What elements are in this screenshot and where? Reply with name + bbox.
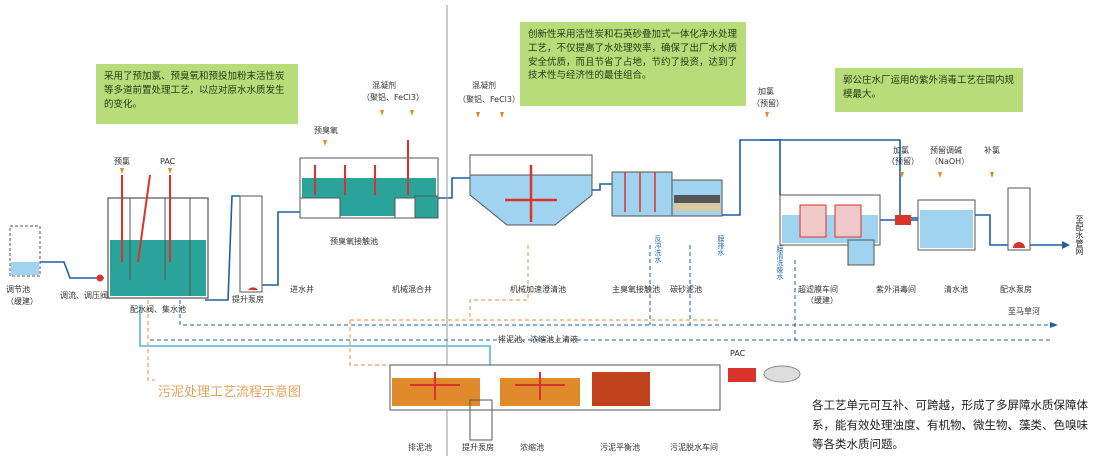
clear-water [920, 210, 973, 248]
distribution-water [110, 240, 206, 296]
label-sludge-return: 排泥池、浓缩池上清液 [498, 335, 578, 344]
label-regulating-tank: 调节池 [6, 285, 30, 294]
ozone-diffusers [314, 140, 409, 195]
sludge-mixers [410, 372, 565, 400]
label-ph-adjust: 预留调碱 [930, 146, 962, 155]
sludge-title: 污泥处理工艺流程示意图 [158, 385, 302, 400]
main-ozone-diffusers [624, 172, 656, 212]
label-add-chlorine: 加氯 [758, 87, 774, 96]
distribution-walls [129, 198, 191, 296]
clarifier-mixer [505, 165, 557, 222]
regulating-tank [9, 225, 41, 277]
membrane-water [782, 215, 878, 243]
sludge-left [147, 300, 155, 381]
label-clarifier: 机械加速澄清池 [510, 285, 566, 294]
main-ozone-tank [611, 171, 673, 217]
membrane-module-1 [799, 204, 827, 238]
label-distribution: 配水阀、集水池 [130, 305, 186, 314]
carbon-layer [674, 195, 720, 203]
pipe-to-pump [205, 195, 240, 301]
note-pretreatment: 采用了预加氯、预臭氧和预投加粉末活性炭等多道前置处理工艺，以应对原水水质发生的变… [96, 64, 298, 124]
sludge-clarifier [469, 245, 529, 320]
label-add-chlorine-sub: （预留） [752, 99, 784, 108]
drain-line [179, 300, 1050, 326]
sludge-lines [147, 245, 720, 381]
label-ph-adjust-sub: （NaOH） [930, 157, 970, 166]
sludge-truck-icon [763, 365, 801, 383]
supernatant-return [139, 305, 491, 365]
label-pre-ozone-contact: 预臭氧接触池 [330, 237, 378, 246]
sludge-balance-fill [592, 372, 650, 406]
matsuo-arrow [1050, 322, 1058, 328]
label-pre-ozone: 预臭氧 [314, 126, 338, 135]
label-main-ozone: 主臭氧接触池 [612, 285, 660, 294]
label-pre-chlorine: 预氯 [114, 157, 130, 166]
label-clear-well: 清水池 [944, 285, 968, 294]
label-coagulant-1: 混凝剂 [372, 81, 396, 90]
sludge-link [349, 320, 395, 366]
note-integrated: 创新性采用活性炭和石英砂叠加式一体化净水处理工艺，不仅提高了水处理效率，确保了出… [520, 22, 746, 106]
label-supplement-chlorine: 补氯 [984, 146, 1000, 155]
membrane-module-2 [834, 204, 862, 238]
pipe-to-clarifier [438, 177, 470, 199]
out-arrow [1062, 241, 1070, 249]
pipe-to-main-ozone [592, 183, 612, 191]
return-lines [150, 245, 1050, 341]
membrane-well [847, 239, 875, 266]
dewatering-machine-icon [728, 368, 756, 382]
pipe-to-ozone [262, 211, 300, 286]
note-uv: 郭公庄水厂运用的紫外消毒工艺在国内规模最大。 [835, 68, 1023, 112]
chem-dosing-1 [121, 174, 171, 263]
label-mixing-well: 机械混合井 [392, 285, 432, 294]
pump-well [239, 195, 263, 293]
label-uv: 紫外消毒间 [876, 285, 916, 294]
ozone-divider [299, 197, 341, 219]
label-sludge-balance: 污泥平衡池 [600, 443, 640, 452]
label-filter: 碳砂滤池 [670, 285, 702, 294]
label-dewatering: 污泥脱水车间 [670, 443, 718, 452]
label-regulating-tank-sub: （缓建） [6, 297, 38, 306]
pump-icon [248, 287, 258, 290]
uv-reactor-icon [895, 215, 911, 225]
label-pac: PAC [160, 157, 176, 166]
label-coagulant-1-sub: （聚铝、FeCl3） [362, 93, 424, 102]
label-add-chlorine-2: 加氯 [893, 146, 909, 155]
label-pac-2: PAC [730, 349, 746, 358]
label-membrane-water: 膜清洗废水 [776, 245, 784, 280]
label-sludge-tank: 排泥池 [408, 443, 432, 452]
sludge-pump-well [469, 399, 493, 441]
label-thickener: 浓缩池 [520, 443, 544, 452]
label-pump-house: 提升泵房 [232, 295, 264, 304]
label-membrane: 超滤膜车间 [798, 285, 838, 294]
label-membrane-sub: （缓建） [806, 296, 838, 305]
label-membrane-drain: 膜排水 [717, 235, 725, 256]
valve-icon [96, 274, 104, 282]
label-to-network: 至配水管网 [1075, 215, 1084, 255]
main-pipeline [40, 139, 1062, 301]
label-coagulant-2: 混凝剂 [472, 81, 496, 90]
chem-arrows [120, 110, 994, 178]
dist-pump-well [1007, 187, 1031, 251]
summary-note: 各工艺单元可互补、可跨越，形成了多屏障水质保障体系，能有效处理浊度、有机物、微生… [812, 398, 1088, 452]
mixing-well [414, 195, 439, 219]
label-add-chlorine-2-sub: （预留） [887, 157, 919, 166]
label-distribution-pump: 配水泵房 [1000, 285, 1032, 294]
inlet-pipe [40, 261, 104, 279]
label-sludge-pump: 提升泵房 [462, 443, 494, 452]
label-coagulant-2-sub: （聚铝、FeCl3） [458, 95, 520, 104]
pipe-to-membrane [722, 139, 781, 216]
label-backwash: 反冲洗水 [654, 235, 662, 263]
dist-pump-icon [1013, 242, 1025, 248]
label-inlet-well: 进水井 [290, 285, 314, 294]
regulating-water [11, 262, 39, 275]
label-to-matsuo: 至马草河 [1008, 307, 1040, 316]
sand-layer [674, 203, 720, 211]
pipe-to-clear [975, 214, 1008, 246]
label-valve: 调流、调压阀 [60, 291, 108, 300]
